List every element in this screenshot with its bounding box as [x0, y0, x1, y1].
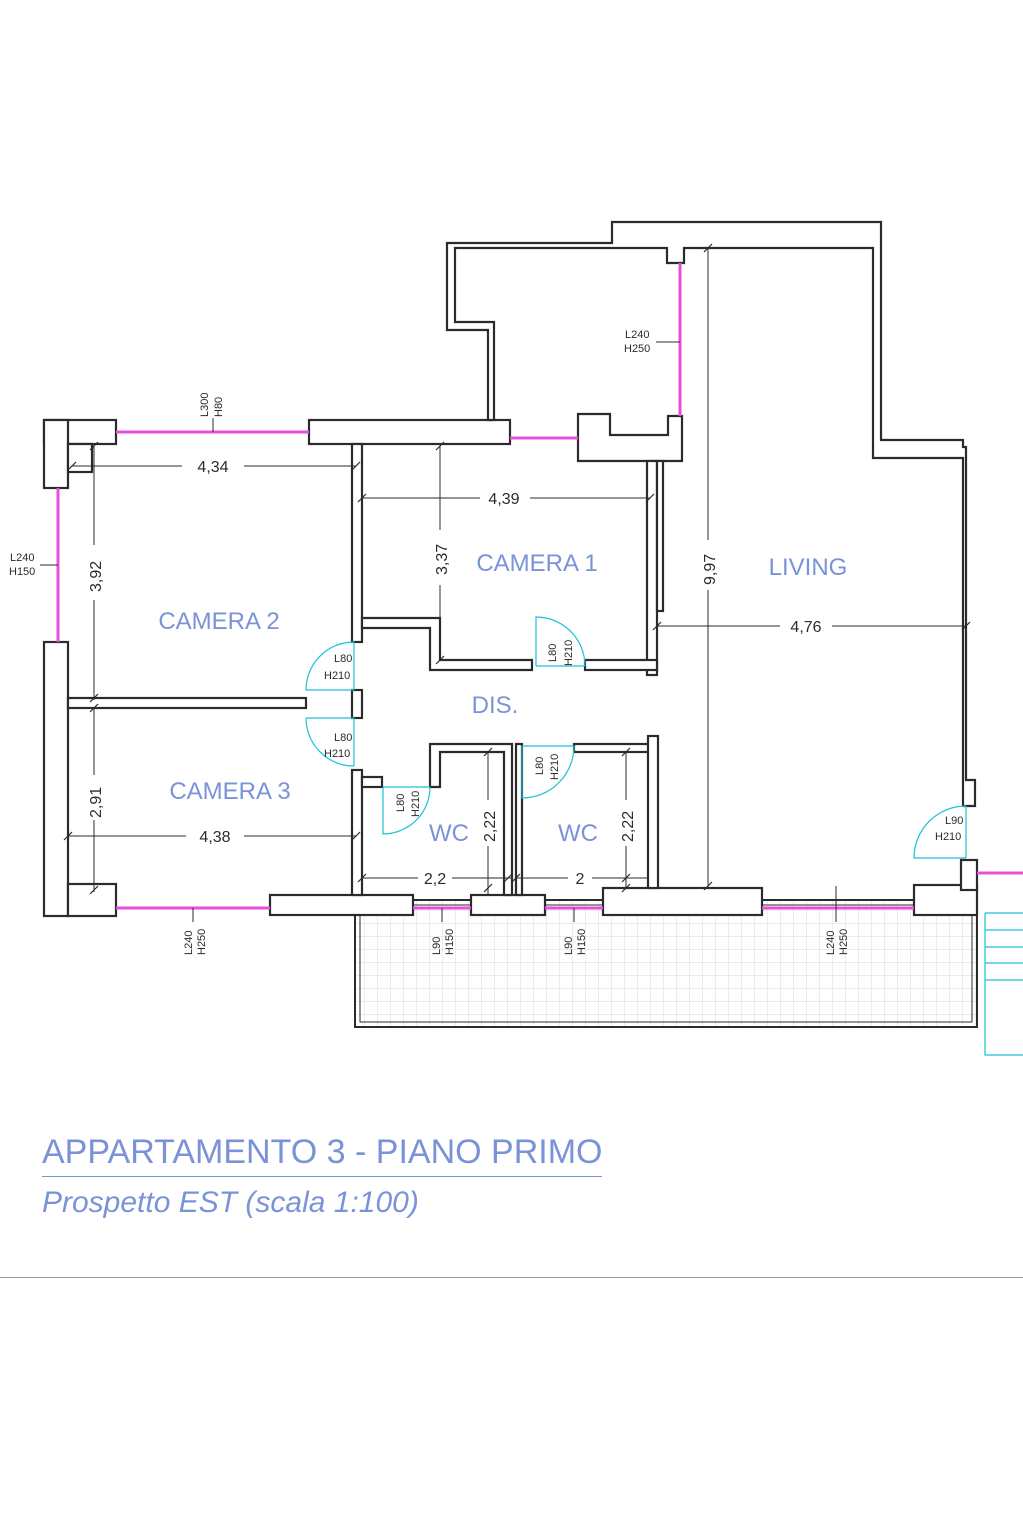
door-wc1: L80 H210 — [382, 786, 431, 835]
dim-living-depth: 9,97 — [702, 243, 719, 891]
window-top-living-l: L240 — [625, 329, 649, 341]
window-label-bottom-camera3: L240 H250 — [183, 908, 208, 955]
window-label-top-camera2: L300 H80 — [199, 393, 225, 432]
door-entrance-h: H210 — [935, 831, 961, 843]
door-wc2-l: L80 — [534, 757, 546, 775]
stairs — [984, 912, 1023, 1056]
window-top-camera2-l: L300 — [199, 393, 211, 417]
window-top-camera2-h: H80 — [213, 397, 225, 417]
dim-wc2-depth: 2,22 — [620, 747, 637, 893]
dim-wc2-width-label: 2 — [576, 871, 585, 888]
terrace — [354, 899, 978, 1028]
window-bottom-camera3-l: L240 — [183, 931, 195, 955]
door-camera1: L80 H210 — [535, 616, 586, 667]
door-camera3-l: L80 — [334, 732, 352, 744]
door-wc2: L80 H210 — [521, 745, 575, 799]
window-bottom-wc1-l: L90 — [431, 937, 443, 955]
dim-wc1-width: 2,2 — [357, 871, 513, 888]
room-label-camera1: CAMERA 1 — [476, 550, 597, 577]
dim-wc2-depth-label: 2,22 — [620, 811, 637, 842]
window-left-camera2-h: H150 — [9, 566, 35, 578]
room-label-dis: DIS. — [472, 692, 519, 719]
dim-camera2-depth: 3,92 — [88, 441, 105, 703]
room-labels: CAMERA 1 CAMERA 2 CAMERA 3 LIVING DIS. W… — [158, 550, 847, 847]
window-bottom-wc2-l: L90 — [563, 937, 575, 955]
dim-camera3-depth-label: 2,91 — [88, 787, 105, 818]
dim-living-width-label: 4,76 — [790, 619, 821, 636]
door-camera3: L80 H210 — [305, 717, 355, 767]
door-camera2-l: L80 — [334, 653, 352, 665]
door-camera2: L80 H210 — [305, 641, 355, 691]
window-bottom-living-l: L240 — [825, 931, 837, 955]
interior-walls — [66, 442, 665, 897]
room-label-camera3: CAMERA 3 — [169, 778, 290, 805]
window-bottom-living-h: H250 — [838, 929, 850, 955]
plan-subtitle: Prospetto EST (scala 1:100) — [42, 1186, 419, 1219]
window-bottom-wc2-h: H150 — [576, 929, 588, 955]
window-label-left-camera2: L240 H150 — [9, 552, 58, 578]
door-entrance-l: L90 — [945, 815, 963, 827]
dim-camera3-width-label: 4,38 — [199, 829, 230, 846]
dim-camera1-width: 4,39 — [357, 491, 655, 508]
window-label-bottom-wc1: L90 H150 — [431, 908, 456, 955]
door-camera3-h: H210 — [324, 748, 350, 760]
window-top-living-h: H250 — [624, 343, 650, 355]
door-wc1-h: H210 — [410, 791, 422, 817]
dim-camera1-depth: 3,37 — [434, 441, 451, 665]
dimension-lines: 4,34 3,92 4,39 3,37 — [63, 243, 971, 895]
window-left-camera2-l: L240 — [10, 552, 34, 564]
dim-camera2-depth-label: 3,92 — [88, 561, 105, 592]
window-label-top-living: L240 H250 — [624, 329, 680, 355]
dim-living-depth-label: 9,97 — [702, 554, 719, 585]
outer-walls — [42, 220, 979, 918]
dim-wc1-width-label: 2,2 — [424, 871, 446, 888]
dim-living-width: 4,76 — [652, 619, 971, 636]
dim-camera2-width: 4,34 — [67, 459, 361, 476]
dim-camera2-width-label: 4,34 — [197, 459, 228, 476]
dim-camera1-depth-label: 3,37 — [434, 544, 451, 575]
window-bottom-camera3-h: H250 — [196, 929, 208, 955]
door-entrance: L90 H210 — [913, 805, 967, 859]
room-label-wc1: WC — [429, 820, 469, 847]
title-block: APPARTAMENTO 3 - PIANO PRIMO Prospetto E… — [42, 1130, 603, 1223]
dim-camera1-width-label: 4,39 — [488, 491, 519, 508]
door-wc1-l: L80 — [395, 794, 407, 812]
room-label-wc2: WC — [558, 820, 598, 847]
door-wc2-h: H210 — [549, 754, 561, 780]
dim-camera3-depth: 2,91 — [88, 703, 105, 895]
dim-wc1-depth: 2,22 — [482, 747, 499, 895]
room-label-camera2: CAMERA 2 — [158, 608, 279, 635]
window-labels: L240 H250 L300 H80 L240 H150 L240 H250 L… — [9, 329, 850, 955]
window-label-bottom-wc2: L90 H150 — [563, 908, 588, 955]
window-bottom-wc1-h: H150 — [444, 929, 456, 955]
dim-camera3-width: 4,38 — [63, 829, 361, 846]
dim-wc1-depth-label: 2,22 — [482, 811, 499, 842]
door-camera1-l: L80 — [547, 644, 559, 662]
window-label-bottom-living: L240 H250 — [825, 886, 850, 955]
door-camera2-h: H210 — [324, 670, 350, 682]
room-label-living: LIVING — [769, 554, 848, 581]
dim-wc2-width: 2 — [511, 871, 648, 888]
plan-title: APPARTAMENTO 3 - PIANO PRIMO — [42, 1130, 603, 1177]
divider-line — [0, 1277, 1023, 1278]
doors: L80 H210 L80 H210 L80 H210 L80 H210 L80 … — [305, 616, 967, 859]
door-camera1-h: H210 — [563, 640, 575, 666]
